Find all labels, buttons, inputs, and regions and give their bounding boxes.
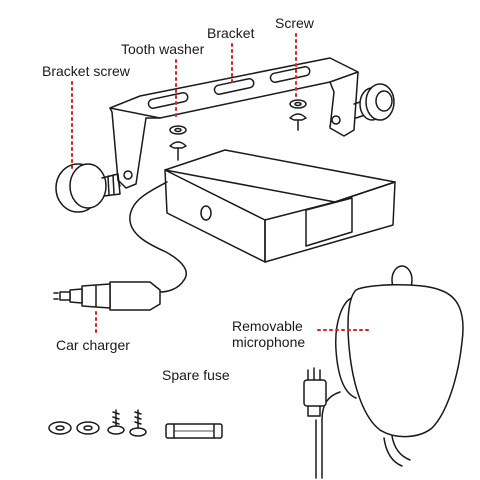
label-screw: Screw xyxy=(275,15,314,31)
removable-microphone xyxy=(315,265,464,479)
label-car-charger: Car charger xyxy=(56,337,130,353)
leader-lines xyxy=(71,33,369,335)
label-bracket-screw: Bracket screw xyxy=(42,63,130,79)
label-removable-microphone-line1: Removable xyxy=(232,318,303,334)
label-removable-microphone-line2: microphone xyxy=(232,334,306,351)
microphone-connector xyxy=(303,367,327,417)
label-spare-fuse: Spare fuse xyxy=(162,367,230,383)
label-tooth-washer: Tooth washer xyxy=(121,41,205,57)
bracket-screw-right xyxy=(353,83,395,121)
tooth-washer-with-screw xyxy=(169,125,187,161)
label-removable-microphone: Removable microphone xyxy=(232,318,305,350)
car-charger-plug xyxy=(53,281,161,311)
spare-washers xyxy=(48,421,100,435)
power-cable xyxy=(129,181,187,293)
spare-screws xyxy=(107,409,147,437)
spare-fuse xyxy=(165,423,223,439)
label-bracket: Bracket xyxy=(207,25,255,41)
washer-with-screw xyxy=(289,99,307,131)
radio-unit xyxy=(164,149,396,263)
bracket-screw-left xyxy=(55,163,121,213)
